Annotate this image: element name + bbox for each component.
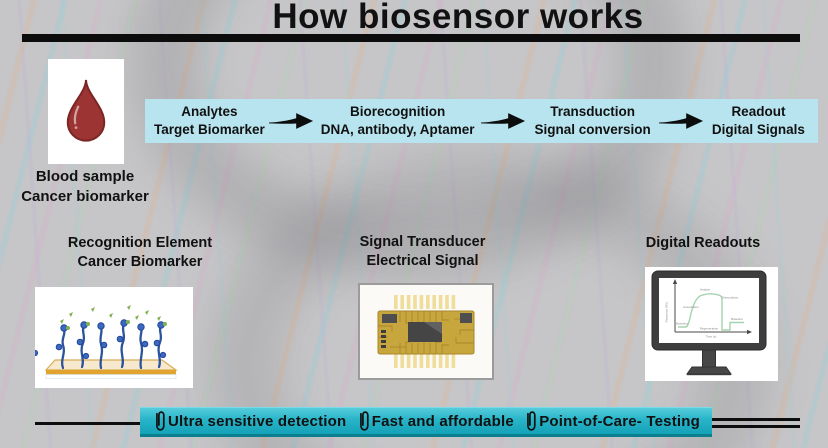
- graph-annotation: Baseline: [731, 317, 743, 321]
- page-title: How biosensor works: [272, 0, 644, 36]
- flow-step-line: Target Biomarker: [154, 122, 265, 137]
- flow-step-biorecognition: Biorecognition DNA, antibody, Aptamer: [314, 103, 482, 139]
- paperclip-icon: [359, 411, 369, 431]
- monitor-icon: Baseline Association Analyte Dissociatio…: [651, 270, 767, 376]
- section-label-line: Cancer Biomarker: [77, 254, 203, 271]
- flow-step-line: Biorecognition: [350, 104, 446, 120]
- blood-sample-line2: Cancer biomarker: [21, 188, 149, 206]
- footer-item-sensitivity: Ultra sensitive detection: [152, 409, 346, 433]
- graph-annotation: Regeneration: [700, 327, 719, 331]
- paperclip-icon: [156, 411, 165, 431]
- flow-step-line: Signal conversion: [534, 122, 651, 137]
- footer-divider-line: [711, 425, 800, 428]
- flow-step-readout: Readout Digital Signals: [704, 103, 813, 139]
- arrow-right-icon: [658, 113, 703, 129]
- digital-readout-card: Baseline Association Analyte Dissociatio…: [645, 267, 778, 381]
- footer-divider-line: [711, 418, 800, 421]
- flow-step-line: Readout: [731, 104, 786, 120]
- flow-step-line: Analytes: [181, 104, 238, 120]
- transducer-chip-card: [358, 283, 494, 380]
- graph-annotation: Association: [683, 305, 699, 309]
- graph-annotation: Baseline: [676, 322, 688, 326]
- footer-item-label: Fast and affordable: [371, 412, 514, 430]
- blood-drop-icon: [66, 79, 106, 142]
- graph-x-axis-label: Time (s): [706, 335, 717, 339]
- flow-step-transduction: Transduction Signal conversion: [526, 103, 658, 139]
- graph-y-axis-label: Response (RU): [665, 302, 669, 323]
- recognition-element-label: Recognition Element Cancer Biomarker: [25, 234, 255, 272]
- footer-item-poc-testing: Point-of-Care- Testing: [523, 409, 700, 433]
- footer-highlights-bar: Ultra sensitive detection Fast and affor…: [140, 407, 712, 437]
- graph-annotation: Dissociation: [722, 296, 739, 300]
- flow-step-analytes: Analytes Target Biomarker: [150, 103, 269, 139]
- title-underline: [22, 34, 800, 42]
- footer-divider-line: [35, 422, 141, 425]
- blood-sample-line1: Blood sample: [35, 168, 135, 185]
- blood-sample-label: Blood sample Cancer biomarker: [5, 167, 165, 208]
- recognition-element-card: [35, 287, 193, 388]
- signal-transducer-label: Signal Transducer Electrical Signal: [330, 233, 515, 271]
- digital-readouts-label: Digital Readouts: [628, 234, 778, 253]
- flow-step-line: Digital Signals: [711, 122, 805, 137]
- paperclip-icon: [527, 411, 536, 431]
- section-label-line: Electrical Signal: [366, 253, 479, 270]
- antibody-illustration: [35, 305, 178, 379]
- section-label-line: Signal Transducer: [359, 234, 486, 250]
- footer-item-label: Ultra sensitive detection: [168, 412, 347, 430]
- circuit-chip-illustration: [377, 295, 475, 368]
- arrow-right-icon: [481, 113, 526, 129]
- process-flow-bar: Analytes Target Biomarker Biorecognition…: [145, 99, 818, 143]
- flow-step-line: DNA, antibody, Aptamer: [320, 122, 475, 137]
- blood-sample-card: [48, 59, 124, 164]
- arrow-right-icon: [268, 113, 313, 129]
- section-label-line: Digital Readouts: [645, 235, 761, 251]
- footer-item-label: Point-of-Care- Testing: [539, 412, 700, 430]
- footer-item-affordable: Fast and affordable: [356, 409, 514, 433]
- graph-annotation: Analyte: [700, 288, 711, 292]
- section-label-line: Recognition Element: [67, 235, 213, 251]
- flow-step-line: Transduction: [550, 104, 636, 120]
